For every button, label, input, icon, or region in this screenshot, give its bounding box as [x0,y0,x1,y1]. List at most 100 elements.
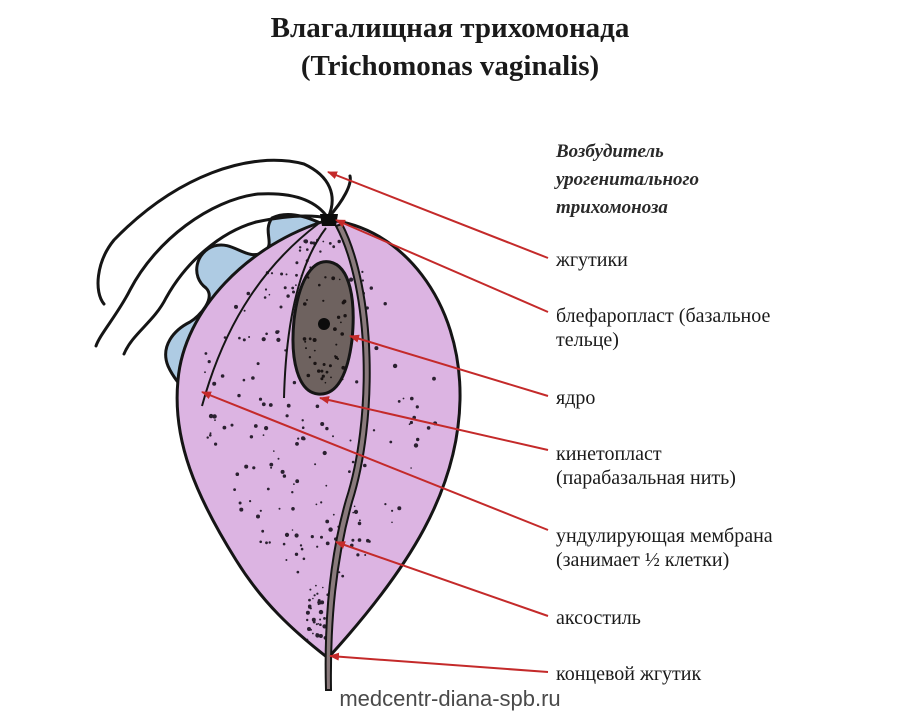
granule [261,337,266,342]
granule [256,514,260,519]
granule [258,397,263,401]
granule [353,505,356,508]
granule [295,442,299,446]
nucleus-granule [304,340,307,343]
granule [299,246,302,249]
granule [238,336,241,340]
granule [277,330,280,333]
granule [279,305,283,309]
granule [315,584,317,587]
granule [238,501,242,505]
nucleus-granule [305,347,307,350]
granule [302,557,306,561]
granule [310,535,314,539]
granule [315,404,320,409]
nucleus-granule [340,321,342,324]
granule [206,436,209,439]
diagram-title: Влагалищная трихомонада [270,12,630,44]
label-line: ундулирующая мембрана [556,525,773,547]
granule [235,472,240,477]
granule [285,273,288,276]
granule [317,623,320,625]
granule [256,362,260,366]
granule [291,507,295,511]
label-line: тельце) [556,329,619,351]
granule [307,604,312,609]
granule [204,371,206,374]
nucleus-granule [312,338,317,342]
granule [264,288,268,291]
granule [212,381,217,386]
granule [389,440,393,444]
granule [314,463,317,466]
granule [276,337,281,342]
granule [293,483,295,485]
granule [349,439,352,442]
granule [309,241,313,245]
granule [261,529,265,533]
granule [259,540,263,544]
nucleus-granule [321,374,325,378]
nucleus-granule [308,356,312,359]
nucleus-granule [331,276,336,281]
nucleus-granule [306,373,311,378]
label-terminal-flagellum: концевой жгутик [556,663,702,685]
granule [319,250,322,253]
granule [323,617,326,620]
nucleus-granule [341,378,344,381]
granule [332,513,335,516]
granule [295,479,300,484]
granule [369,286,373,290]
granule [285,414,289,418]
granule [280,272,284,276]
granule [270,466,273,469]
granule [351,460,355,464]
granule [306,638,309,641]
granule [270,272,274,275]
membrane-edge [201,223,319,407]
nucleus-granule [308,337,312,341]
granule [207,360,211,364]
flagella [94,158,352,356]
granule [230,423,234,427]
granule [297,437,300,440]
granule [268,403,273,407]
arrow-nucleus [349,334,549,397]
granule [348,470,351,473]
label-flagella: жгутики [556,249,628,271]
granule [209,434,212,437]
label-blepharoplast: блефаропласт (базальное тельце) [556,304,896,352]
granule [349,277,354,282]
granule [312,632,314,635]
granule [322,240,325,243]
granule [291,286,295,290]
granule [286,403,291,408]
granule [397,400,401,403]
granule [301,419,304,422]
granule [308,598,311,602]
granule [384,503,387,506]
watermark: medcentr-diana-spb.ru [339,686,561,711]
granule [309,588,312,591]
label-axostyle: аксостиль [556,607,641,629]
granule [282,542,286,546]
nucleus-granule [333,327,337,331]
granule [319,623,322,626]
label-line: (парабазальная нить) [556,467,736,489]
nucleus-granule [341,365,346,370]
caption-line: Возбудитель [556,141,664,162]
pathogen-caption: Возбудитель урогенитального трихомоноза [556,138,896,222]
granule [306,618,309,622]
nucleus-granule [330,376,332,379]
granule [320,600,325,605]
nucleus-granule [318,283,321,287]
granule [408,423,411,426]
granule [268,541,271,544]
granule [416,437,420,442]
granule [295,261,299,265]
granule [242,378,246,382]
granule [415,405,419,409]
granule [318,609,324,615]
granule [409,420,413,425]
